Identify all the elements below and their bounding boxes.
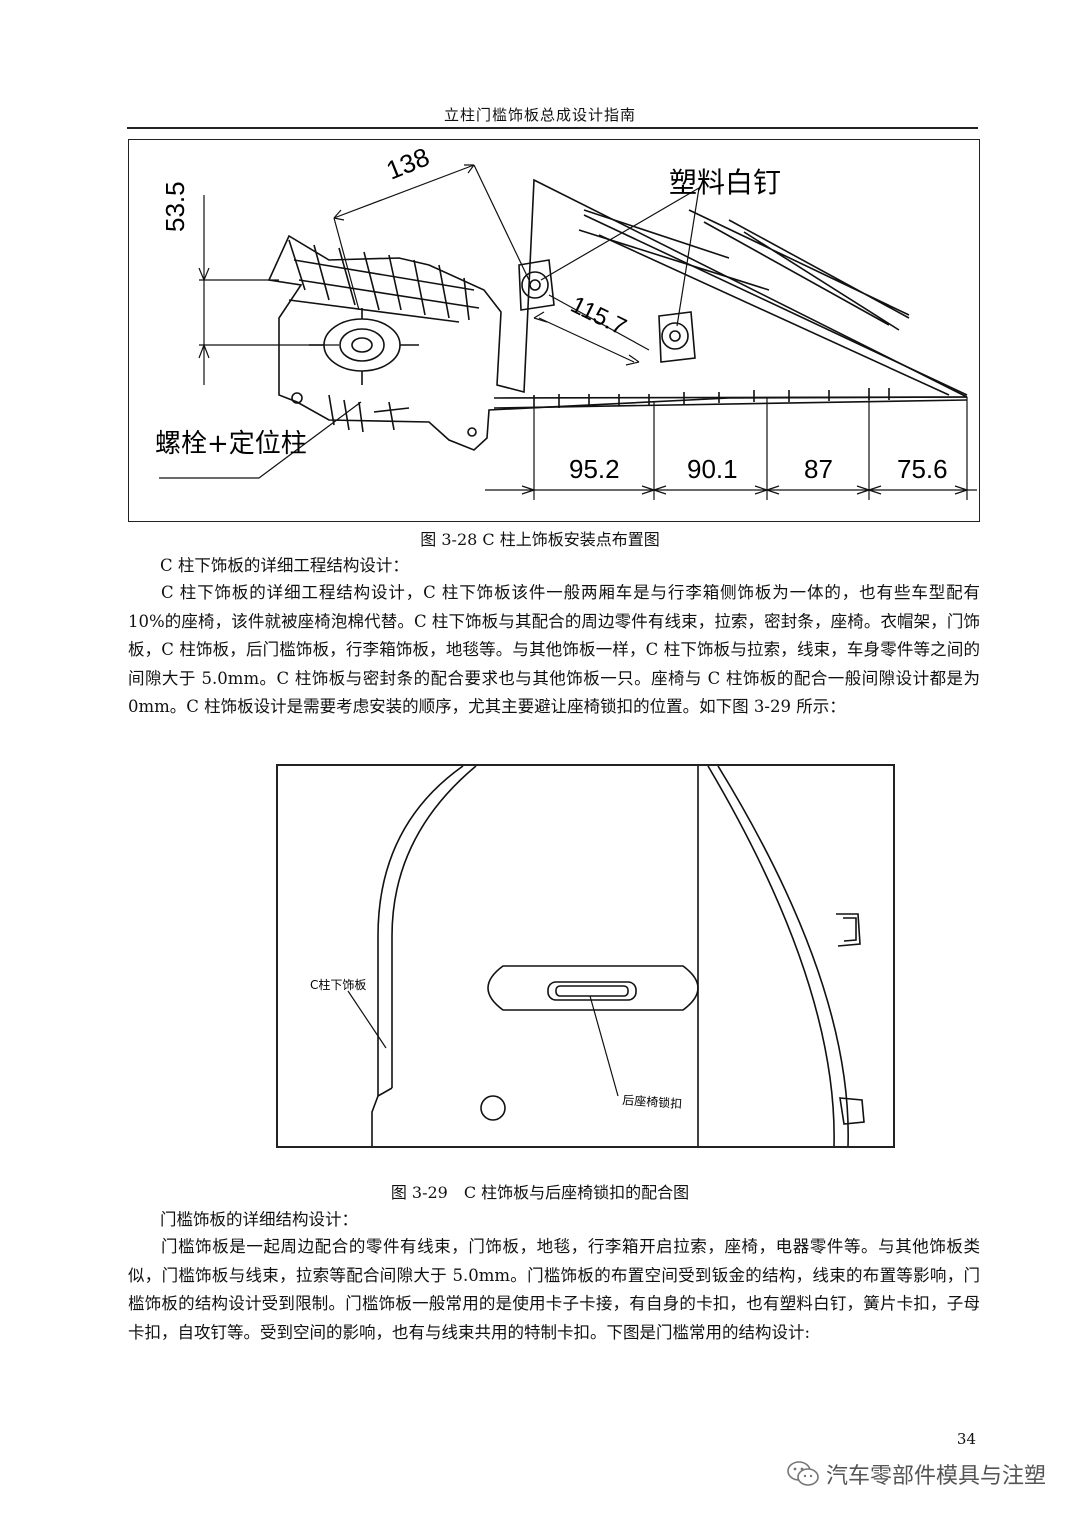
dim-95-2-label: 95.2 [569, 454, 620, 484]
c-pillar-lower-label: C柱下饰板 [310, 977, 366, 992]
section1-paragraph: C 柱下饰板的详细工程结构设计，C 柱下饰板该件一般两厢车是与行李箱侧饰板为一体… [128, 583, 980, 717]
dim-138-label: 138 [382, 141, 433, 185]
bolt-locator-label: 螺栓+定位柱 [155, 429, 307, 459]
dim-90-1-label: 90.1 [687, 454, 738, 484]
header-rule [127, 127, 978, 129]
figure2-caption: 图 3-29 C 柱饰板与后座椅锁扣的配合图 [390, 1183, 690, 1202]
plastic-rivet-label: 塑料白钉 [669, 166, 781, 199]
section2-body: 门槛饰板是一起周边配合的零件有线束，门饰板，地毯，行李箱开启拉索，座椅，电器零件… [128, 1233, 980, 1347]
figure-c-pillar-seat-latch: C柱下饰板 后座椅锁扣 [276, 764, 895, 1148]
page-header-title: 立柱门槛饰板总成设计指南 [443, 106, 636, 124]
watermark: 汽车零部件模具与注塑 [786, 1458, 1046, 1490]
figure2-drawing: C柱下饰板 后座椅锁扣 [310, 766, 865, 1146]
wechat-icon [787, 1461, 819, 1486]
dim-75-6-label: 75.6 [897, 454, 948, 484]
section2-paragraph: 门槛饰板是一起周边配合的零件有线束，门饰板，地毯，行李箱开启拉索，座椅，电器零件… [128, 1237, 980, 1342]
watermark-text: 汽车零部件模具与注塑 [825, 1464, 1046, 1489]
dim-115-7-label: 115.7 [566, 291, 630, 341]
figure-c-pillar-upper-mounting: 138 53.5 115.7 塑料白钉 螺栓+定位柱 95.2 90.1 87 … [128, 139, 980, 522]
page-number: 34 [956, 1430, 976, 1448]
section2-heading: 门槛饰板的详细结构设计： [160, 1210, 358, 1229]
figure1-caption: 图 3-28 C 柱上饰板安装点布置图 [420, 530, 660, 549]
figure1-drawing: 138 53.5 115.7 塑料白钉 螺栓+定位柱 95.2 90.1 87 … [155, 141, 977, 500]
rear-seat-latch-label: 后座椅锁扣 [622, 1092, 683, 1111]
section1-body: C 柱下饰板的详细工程结构设计，C 柱下饰板该件一般两厢车是与行李箱侧饰板为一体… [128, 579, 980, 722]
dim-87-label: 87 [804, 454, 833, 484]
section1-heading: C 柱下饰板的详细工程结构设计： [160, 556, 409, 575]
dim-53-5-label: 53.5 [160, 181, 190, 232]
